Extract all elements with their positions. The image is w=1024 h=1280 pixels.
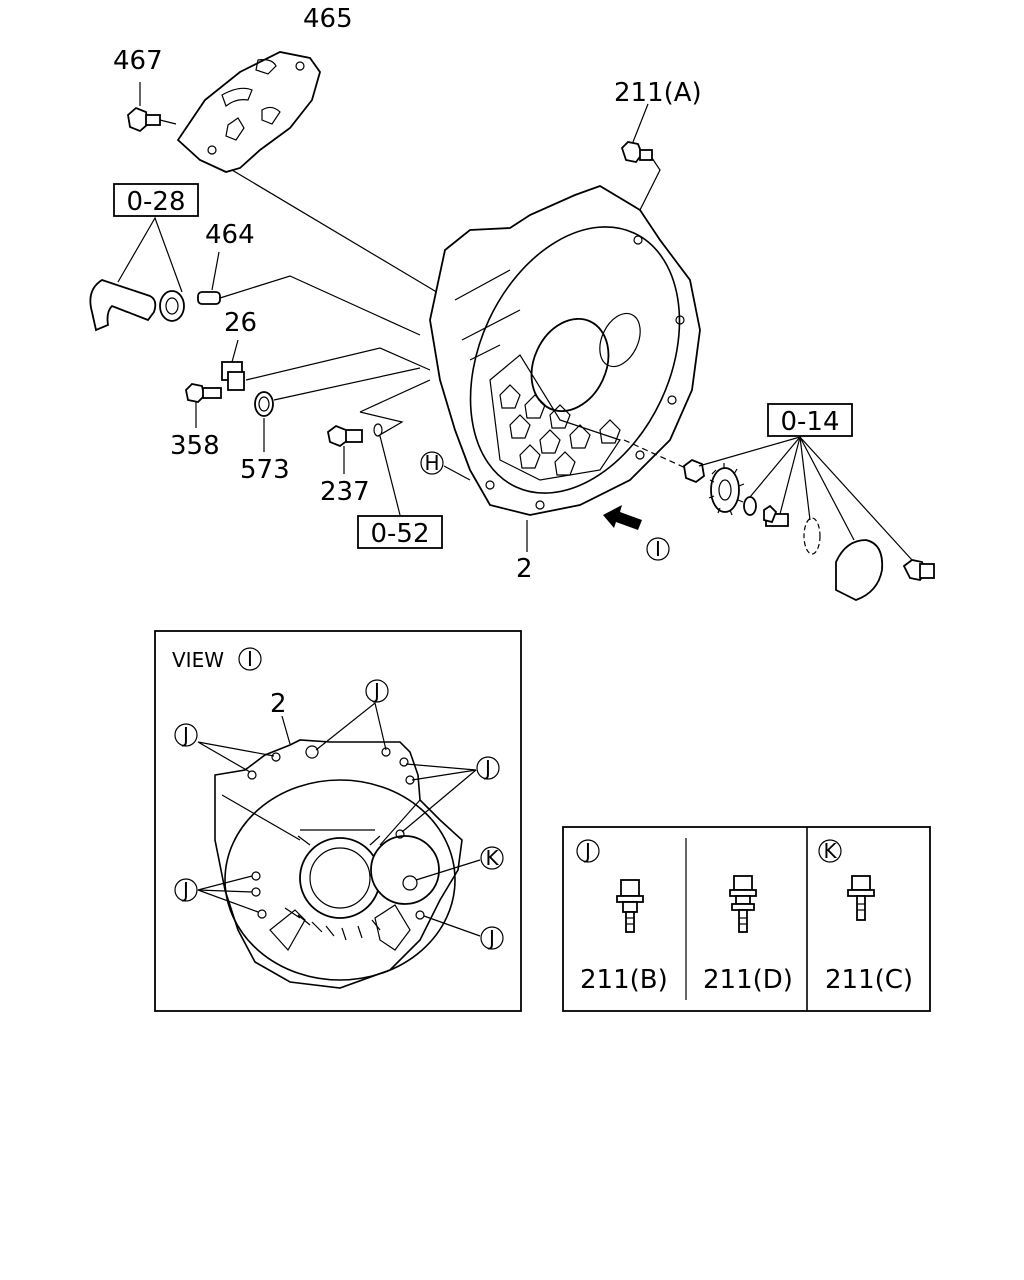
view-title-mark: I	[247, 647, 253, 671]
ref-box-0-28: 0-28	[113, 183, 199, 217]
svg-text:H: H	[424, 451, 439, 475]
view-mark-j-4: J	[181, 878, 189, 902]
bolt-mark-k: K	[823, 839, 837, 863]
bolt-type-panel: J K 211(B)	[562, 826, 931, 1012]
view-mark-j-5: J	[487, 926, 495, 950]
bolt-mark-j: J	[583, 839, 591, 863]
view-label-2: 2	[270, 689, 287, 719]
flywheel-housing-2	[429, 185, 701, 516]
gear-assembly-0-14	[683, 458, 935, 601]
ref-box-0-14: 0-14	[767, 403, 853, 437]
view-mark-k: K	[485, 846, 499, 870]
ref-box-0-52: 0-52	[357, 515, 443, 549]
label-26: 26	[224, 308, 257, 338]
bolt-211a	[620, 141, 653, 163]
hose-0-28	[89, 279, 185, 332]
bolt-211c-icon	[847, 875, 875, 921]
svg-text:0-28: 0-28	[126, 187, 185, 217]
mark-h: H	[420, 451, 444, 475]
svg-text:0-14: 0-14	[780, 407, 839, 437]
bolt-label-211c: 211(C)	[825, 965, 913, 995]
view-mark-j-3: J	[483, 756, 491, 780]
bracket-plate-465	[176, 51, 321, 173]
bolt-label-211d: 211(D)	[703, 965, 793, 995]
dowel-pin-464	[197, 291, 221, 305]
label-467: 467	[113, 46, 163, 76]
label-464: 464	[205, 220, 255, 250]
view-title: VIEW	[172, 648, 224, 672]
view-i-panel: VIEW I 2 J J	[154, 630, 522, 1012]
label-573: 573	[240, 455, 290, 485]
o-ring-573	[254, 391, 274, 417]
label-211a: 211(A)	[614, 78, 702, 108]
view-mark-j-2: J	[181, 723, 189, 747]
view-mark-j-1: J	[372, 679, 380, 703]
bolt-358	[185, 383, 222, 403]
label-358: 358	[170, 431, 220, 461]
svg-text:0-52: 0-52	[370, 519, 429, 549]
svg-text:I: I	[655, 537, 661, 561]
bolt-label-211b: 211(B)	[580, 965, 668, 995]
bolt-237	[327, 424, 363, 448]
bolt-211b-icon	[616, 879, 644, 933]
label-237: 237	[320, 477, 370, 507]
label-2: 2	[516, 554, 533, 584]
label-465: 465	[303, 4, 353, 34]
bolt-467	[127, 106, 177, 133]
bolt-211d-icon	[729, 875, 757, 933]
view-direction-arrow	[603, 505, 642, 530]
sensor-26	[221, 361, 245, 391]
mark-i: I	[646, 537, 670, 561]
